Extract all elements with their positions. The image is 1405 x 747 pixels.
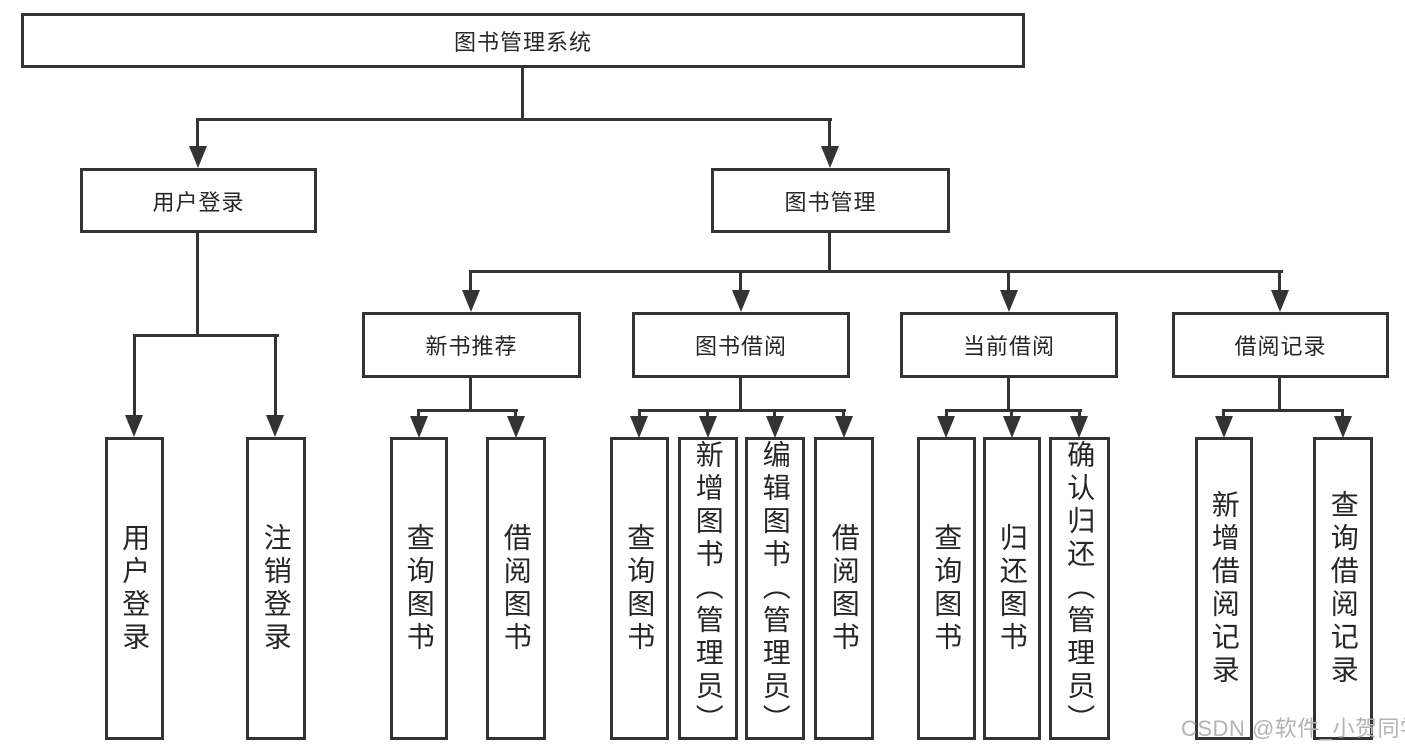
arrowhead-to-leaf-logout xyxy=(266,415,284,437)
connector-to-current-borrowing-stem xyxy=(1007,270,1010,292)
arrowhead-to-current-borrowing xyxy=(1000,290,1018,312)
node-borrow-records: 借阅记录 xyxy=(1172,312,1389,378)
node-user-login-label: 用户登录 xyxy=(152,189,245,215)
node-current-borrowing: 当前借阅 xyxy=(900,312,1118,378)
leaf-current-confirm-return-admin-label: 确认归还（管理员） xyxy=(1064,440,1096,737)
leaf-borrowing-borrow-books-label: 借阅图书 xyxy=(828,522,860,655)
arrowhead-to-leaf-bor-query xyxy=(630,416,648,438)
node-root: 图书管理系统 xyxy=(21,13,1025,68)
leaf-user-login-label: 用户登录 xyxy=(119,522,151,655)
arrowhead-to-book-management xyxy=(821,146,839,168)
connector-leaf-stem xyxy=(1078,409,1081,419)
connector-leaf-stem xyxy=(706,409,709,419)
node-book-management: 图书管理 xyxy=(711,168,950,233)
arrowhead-to-user-login xyxy=(189,146,207,168)
leaf-recommend-query-books-label: 查询图书 xyxy=(403,522,435,655)
arrowhead-to-leaf-bor-edit xyxy=(766,416,784,438)
connector-to-leaf-user-login-stem xyxy=(133,334,136,417)
node-book-borrowing: 图书借阅 xyxy=(632,312,850,378)
connector-user-login-hline xyxy=(133,334,279,337)
connector-leaf-stem xyxy=(1341,409,1344,419)
node-root-label: 图书管理系统 xyxy=(453,29,592,55)
arrowhead-to-leaf-records-add xyxy=(1215,416,1233,438)
arrowhead-to-leaf-rec-borrow xyxy=(507,416,525,438)
connector-level3-hline xyxy=(469,270,1283,273)
leaf-records-query-record-label: 查询借阅记录 xyxy=(1327,489,1359,688)
leaf-records-query-record: 查询借阅记录 xyxy=(1313,437,1373,740)
leaf-recommend-query-books: 查询图书 xyxy=(390,437,448,740)
arrowhead-to-leaf-bor-borrow xyxy=(835,416,853,438)
connector-to-borrow-records-stem xyxy=(1278,270,1281,292)
leaf-borrowing-add-books-admin-label: 新增图书（管理员） xyxy=(692,440,724,737)
arrowhead-to-leaf-cur-confirm xyxy=(1070,416,1088,438)
arrowhead-to-borrow-records xyxy=(1271,290,1289,312)
leaf-current-return-books-label: 归还图书 xyxy=(996,522,1028,655)
connector-root-stem xyxy=(521,68,524,120)
connector-to-leaf-logout-stem xyxy=(274,334,277,417)
leaf-recommend-borrow-books-label: 借阅图书 xyxy=(500,522,532,655)
connector-new-book-stem xyxy=(469,378,472,412)
node-new-book-recommend-label: 新书推荐 xyxy=(425,334,518,359)
leaf-logout: 注销登录 xyxy=(246,437,306,740)
connector-leaf-stem xyxy=(945,409,948,419)
connector-book-management-stem xyxy=(828,233,831,273)
node-user-login: 用户登录 xyxy=(80,168,317,233)
connector-to-user-login-stem xyxy=(196,118,199,148)
leaf-current-query-books: 查询图书 xyxy=(917,437,976,740)
arrowhead-to-new-book xyxy=(462,290,480,312)
connector-current-borrowing-hline xyxy=(945,409,1082,412)
node-current-borrowing-label: 当前借阅 xyxy=(962,334,1055,359)
connector-to-book-borrowing-stem xyxy=(739,270,742,292)
leaf-records-add-record-label: 新增借阅记录 xyxy=(1208,489,1240,688)
leaf-borrowing-edit-books-admin: 编辑图书（管理员） xyxy=(745,437,805,740)
arrowhead-to-leaf-bor-add xyxy=(699,416,717,438)
leaf-current-query-books-label: 查询图书 xyxy=(931,522,963,655)
connector-level2-hline xyxy=(196,118,832,121)
connector-leaf-stem xyxy=(773,409,776,419)
connector-leaf-stem xyxy=(1010,409,1013,419)
leaf-logout-label: 注销登录 xyxy=(260,522,292,655)
leaf-borrowing-query-books: 查询图书 xyxy=(610,437,669,740)
connector-leaf-stem xyxy=(842,409,845,419)
connector-current-borrowing-stem xyxy=(1007,378,1010,412)
connector-user-login-stem xyxy=(196,233,199,336)
leaf-current-confirm-return-admin: 确认归还（管理员） xyxy=(1049,437,1110,740)
leaf-recommend-borrow-books: 借阅图书 xyxy=(486,437,546,740)
node-borrow-records-label: 借阅记录 xyxy=(1234,334,1327,359)
node-new-book-recommend: 新书推荐 xyxy=(362,312,581,378)
arrowhead-to-leaf-cur-return xyxy=(1003,416,1021,438)
leaf-borrowing-borrow-books: 借阅图书 xyxy=(814,437,874,740)
connector-borrow-records-stem xyxy=(1278,378,1281,412)
connector-to-book-management-stem xyxy=(828,118,831,148)
leaf-borrowing-add-books-admin: 新增图书（管理员） xyxy=(678,437,738,740)
arrowhead-to-leaf-user-login xyxy=(125,415,143,437)
arrowhead-to-leaf-cur-query xyxy=(937,416,955,438)
arrowhead-to-leaf-rec-query xyxy=(410,416,428,438)
connector-new-book-hline xyxy=(417,409,518,412)
connector-book-borrowing-stem xyxy=(739,378,742,412)
node-book-borrowing-label: 图书借阅 xyxy=(694,334,787,359)
leaf-records-add-record: 新增借阅记录 xyxy=(1195,437,1253,740)
node-book-management-label: 图书管理 xyxy=(784,189,877,215)
leaf-borrowing-query-books-label: 查询图书 xyxy=(624,522,656,655)
connector-book-borrowing-hline xyxy=(638,409,846,412)
csdn-watermark: CSDN @软件_小贺同学 xyxy=(1181,716,1405,741)
connector-to-new-book-stem xyxy=(469,270,472,292)
connector-leaf-stem xyxy=(514,409,517,419)
leaf-user-login: 用户登录 xyxy=(105,437,164,740)
connector-leaf-stem xyxy=(638,409,641,419)
arrowhead-to-book-borrowing xyxy=(732,290,750,312)
arrowhead-to-leaf-records-query xyxy=(1334,416,1352,438)
connector-borrow-records-hline xyxy=(1222,409,1344,412)
leaf-current-return-books: 归还图书 xyxy=(983,437,1041,740)
leaf-borrowing-edit-books-admin-label: 编辑图书（管理员） xyxy=(759,440,791,737)
connector-leaf-stem xyxy=(1222,409,1225,419)
connector-leaf-stem xyxy=(417,409,420,419)
